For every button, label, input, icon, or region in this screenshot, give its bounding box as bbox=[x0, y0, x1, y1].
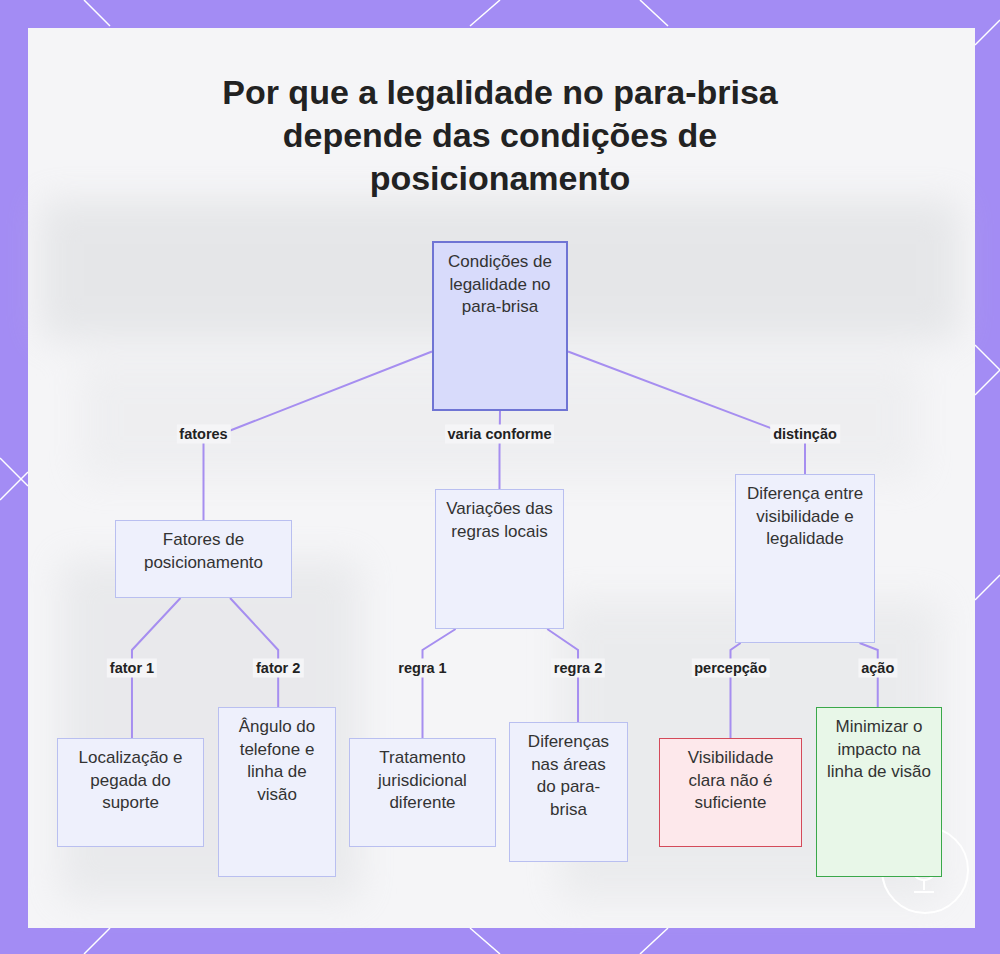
photo-backdrop bbox=[40, 200, 960, 900]
diagram-title: Por que a legalidade no para-brisa depen… bbox=[150, 71, 850, 200]
category-box: Variações das regras locais bbox=[435, 489, 564, 629]
edge-label: distinção bbox=[770, 425, 840, 444]
edge-label: varia conforme bbox=[445, 425, 555, 444]
panel bbox=[28, 28, 975, 928]
connector bbox=[731, 643, 741, 738]
connector bbox=[204, 352, 433, 521]
edge-label: regra 2 bbox=[551, 659, 605, 678]
edge-label: regra 1 bbox=[395, 659, 449, 678]
leaf-box: Ângulo do telefone e linha de visão bbox=[218, 707, 336, 877]
root-box: Condições de legalidade no para-brisa bbox=[432, 241, 568, 411]
edge-label: fator 1 bbox=[107, 659, 157, 678]
category-box: Fatores de posicionamento bbox=[115, 520, 292, 598]
node-text: Visibilidade clara não é suficiente bbox=[670, 747, 791, 815]
node-text: Diferença entre visibilidade e legalidad… bbox=[746, 483, 864, 551]
node-text: Fatores de posicionamento bbox=[126, 529, 281, 574]
edge-label: fatores bbox=[176, 425, 230, 444]
edge-label: fator 2 bbox=[253, 659, 303, 678]
node-text: Minimizar o impacto na linha de visão bbox=[827, 716, 931, 784]
node-text: Localização e pegada do suporte bbox=[68, 747, 193, 815]
leaf-box: Tratamento jurisdicional diferente bbox=[349, 738, 496, 847]
edge-label: ação bbox=[858, 659, 897, 678]
node-text: Tratamento jurisdicional diferente bbox=[360, 747, 485, 815]
connector bbox=[499, 411, 502, 489]
leaf-box: Localização e pegada do suporte bbox=[57, 738, 204, 847]
connector bbox=[423, 629, 456, 738]
edge-label: percepção bbox=[691, 659, 770, 678]
action-box: Minimizar o impacto na linha de visão bbox=[816, 707, 942, 877]
node-text: Condições de legalidade no para-brisa bbox=[444, 251, 556, 319]
leaf-box: Diferenças nas áreas do para-brisa bbox=[509, 722, 628, 862]
node-text: Variações das regras locais bbox=[446, 498, 553, 543]
node-text: Ângulo do telefone e linha de visão bbox=[229, 716, 325, 806]
connector bbox=[568, 352, 805, 475]
warning-box: Visibilidade clara não é suficiente bbox=[659, 738, 802, 847]
node-text: Diferenças nas áreas do para-brisa bbox=[520, 731, 617, 821]
category-box: Diferença entre visibilidade e legalidad… bbox=[735, 474, 875, 643]
connector bbox=[230, 598, 278, 707]
